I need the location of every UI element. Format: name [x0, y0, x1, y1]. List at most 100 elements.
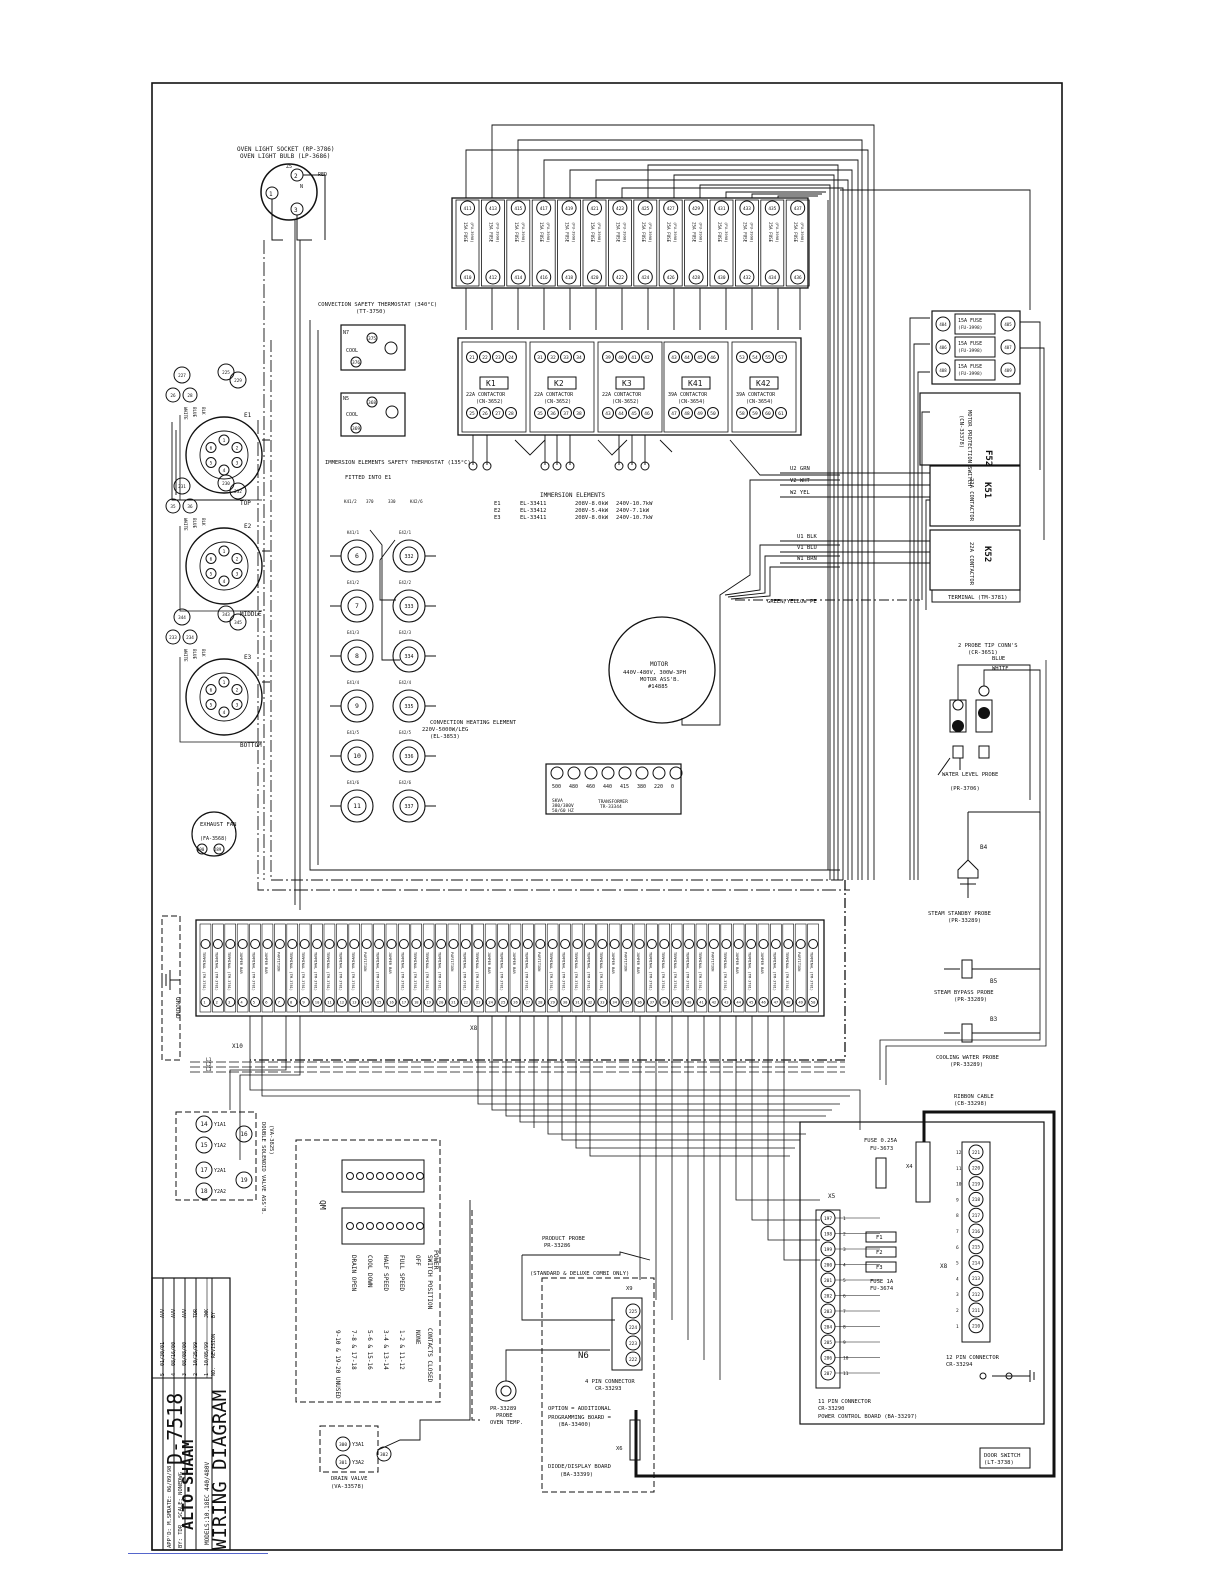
- heating-right-pin-label: 332: [405, 554, 414, 560]
- element-inner-pin-label: 1: [223, 438, 226, 444]
- terminal-bottom-screw: [746, 997, 757, 1007]
- switch-contact: [396, 1222, 404, 1230]
- transformer: SKVA 380/380V 50/60 HZ TRANSFORMER TR-33…: [545, 763, 683, 815]
- imm-element-208: 208V-5.4kW: [575, 508, 609, 514]
- heating-right-tag: E42/6: [399, 780, 412, 785]
- element-inner-pin-label: 4: [223, 468, 226, 474]
- water-level-label: WATER LEVEL PROBE: [942, 772, 998, 778]
- terminal-number: 35: [625, 1000, 630, 1005]
- terminal-number: 15: [377, 1000, 382, 1005]
- element-wire-pin-label: 344: [178, 615, 186, 621]
- element-wire-pin-label: 232: [234, 489, 242, 495]
- four-pin-pin: [625, 1303, 641, 1319]
- element-inner-pin-label: 6: [210, 556, 213, 562]
- fuse-top-pin-label: 429: [692, 206, 700, 212]
- motor-protection-part: (CN-33378): [958, 415, 964, 448]
- element-connector: [185, 416, 263, 494]
- terminal-bottom-screw: [448, 997, 459, 1007]
- terminal-type: JUMPER BAR: [760, 952, 764, 974]
- transformer-tap-label: 0: [671, 784, 674, 790]
- dwg-text: DWG: [178, 1472, 184, 1482]
- terminal-type: TERMINAL (TM-3781): [351, 952, 355, 991]
- switch-contact: [406, 1172, 414, 1180]
- fuse-holder: [709, 199, 734, 287]
- fuse-bottom-pin: [561, 269, 577, 285]
- terminal-top-screw: [795, 939, 806, 949]
- conn12-num: 8: [956, 1213, 959, 1219]
- option-part: (BA-33400): [558, 1422, 591, 1428]
- dash-frames: [250, 200, 850, 1061]
- contactor-bottom-pin: [492, 407, 504, 419]
- terminal-number: 26: [513, 1000, 518, 1005]
- fuse-part: (FU-3998): [749, 222, 754, 243]
- switch-contact: [386, 1172, 394, 1180]
- door-switch-part: (LT-3738): [984, 1460, 1014, 1466]
- right-fuse-pin: [1000, 339, 1016, 355]
- terminal-number: 24: [488, 1000, 493, 1005]
- terminal-bottom-screw: [795, 997, 806, 1007]
- terminal-number: 27: [526, 1000, 531, 1005]
- svg-text:2: 2: [294, 173, 298, 180]
- terminal-cell: [745, 923, 757, 1013]
- terminal-number: 29: [550, 1000, 555, 1005]
- cooling-water-probe: B3 COOLING WATER PROBE (PR-33289): [936, 1016, 1040, 1068]
- conn12-pin-label: 214: [972, 1260, 980, 1266]
- qm-label: QM: [318, 1200, 327, 1210]
- terminal-cell: [807, 923, 819, 1013]
- element-inner-pin-label: 6: [210, 687, 213, 693]
- solenoid-pin: [195, 1182, 213, 1200]
- svg-text:N5: N5: [343, 396, 349, 402]
- contactor-part: (CN-3652): [544, 399, 571, 405]
- element-position: TOP: [240, 500, 251, 507]
- element-wire-pin-label: 345: [234, 620, 242, 626]
- svg-text:Z5: Z5: [286, 164, 292, 170]
- conn12-pin: [968, 1239, 984, 1255]
- conv-heat-part: (EL-3853): [430, 734, 460, 740]
- conn12-num: 7: [956, 1229, 959, 1235]
- terminal-number: 34: [612, 1000, 617, 1005]
- wire-color: BLK: [201, 407, 206, 415]
- solenoid-tag: Y2A1: [214, 1168, 226, 1174]
- b4-tag: B4: [980, 844, 988, 851]
- right-bundle: [840, 189, 1045, 880]
- element-wire-pin: [182, 387, 198, 403]
- terminal-type: TERMINAL (TM-3781): [748, 952, 752, 991]
- fuse-bottom-pin: [663, 269, 679, 285]
- imm-element-208: 208V-8.0kW: [575, 515, 609, 521]
- f52-label: F52: [983, 450, 993, 466]
- phase-wire-label: W1 BRN: [797, 556, 817, 562]
- terminal-number: 47: [774, 1000, 779, 1005]
- heating-left-tag: E41/3: [347, 630, 360, 635]
- four-pin-pin: [625, 1335, 641, 1351]
- contactor-top-pin: [694, 351, 706, 363]
- terminal-cell: [373, 923, 385, 1013]
- conn12-pin-label: 215: [972, 1245, 980, 1251]
- conn11-pin-label: 207: [824, 1371, 832, 1377]
- fuse-part: (FU-3998): [521, 222, 526, 243]
- steam-standby-part: (PR-33289): [948, 918, 981, 924]
- contactor-id: K2: [554, 379, 564, 388]
- terminal-type: TERMINAL (TM-3781): [524, 952, 528, 991]
- element-inner-pin: [205, 442, 217, 453]
- terminal-top-screw: [473, 939, 484, 949]
- element-wire-pin: [173, 608, 191, 626]
- terminal-bottom-screw: [721, 997, 732, 1007]
- svg-text:375: 375: [368, 336, 376, 342]
- right-fuse-label: 15A FUSE: [958, 364, 982, 370]
- svg-text:290: 290: [197, 847, 205, 852]
- right-fuse-pin-label: 406: [939, 345, 947, 350]
- right-fuse-pin-label: 404: [939, 322, 947, 327]
- k51-label: K51: [982, 482, 992, 498]
- fuse-bottom-pin-label: 410: [464, 275, 472, 281]
- contactor-top-pin-label: 41: [631, 355, 637, 361]
- conn12-num: 4: [956, 1276, 959, 1282]
- element-wire-pin-label: 233: [169, 635, 177, 641]
- element-inner-pin-label: 4: [223, 710, 226, 716]
- drain-pin-label: 300: [339, 1442, 347, 1448]
- heating-left-pin-label: 10: [353, 752, 361, 760]
- contactor-top-pin: [628, 351, 640, 363]
- contactor-bottom-pin-label: 50: [710, 411, 716, 417]
- door-switch: DOOR SWITCH (LT-3738): [979, 1447, 1031, 1469]
